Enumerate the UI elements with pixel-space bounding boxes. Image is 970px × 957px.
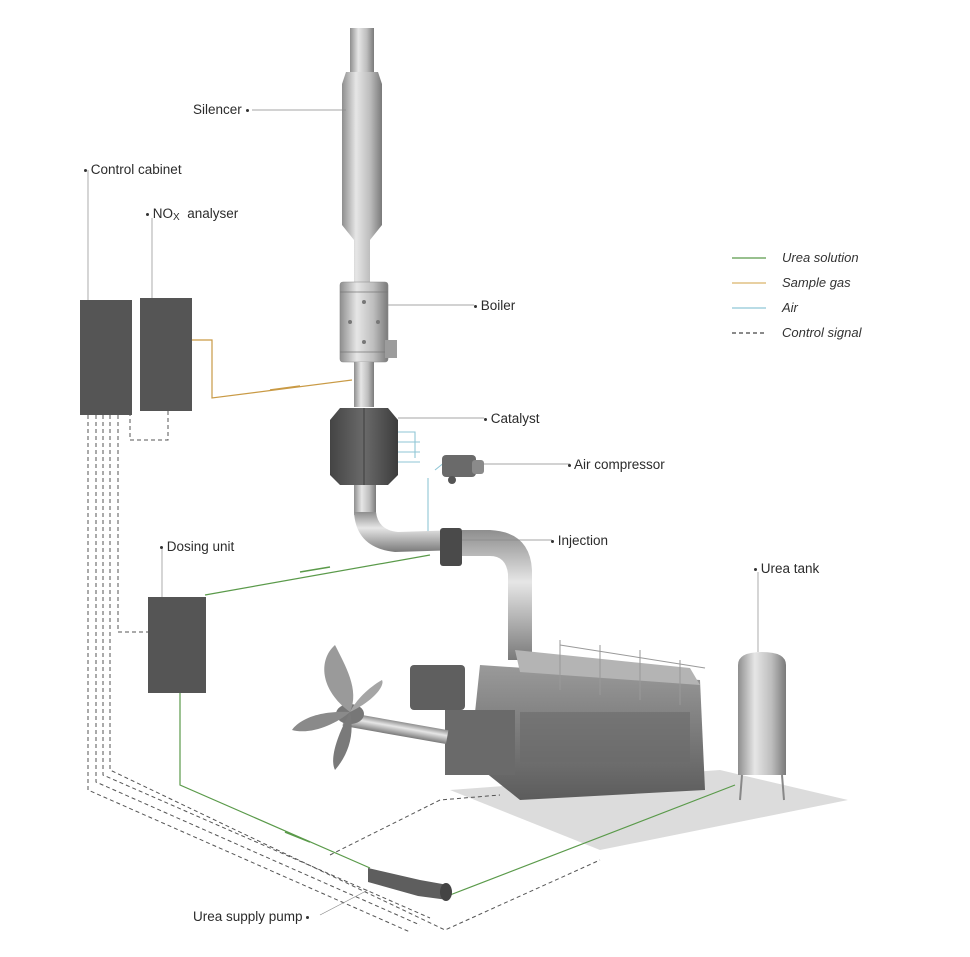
- stack-top-pipe: [350, 28, 374, 73]
- injection-flange: [440, 528, 462, 566]
- label-injection: Injection: [551, 533, 608, 548]
- engine-unit: [410, 640, 706, 800]
- urea-tank-unit: [738, 652, 786, 801]
- label-nox-analyser: NOX analyser: [146, 206, 238, 223]
- control-signal-lines: [87, 410, 601, 933]
- nox-analyser-box: [140, 298, 192, 411]
- label-silencer: Silencer: [193, 102, 249, 117]
- pipe-to-engine: [462, 530, 532, 660]
- urea-solution-lines: [179, 554, 736, 896]
- pipe-boiler-catalyst: [354, 362, 374, 407]
- legend-urea-solution: Urea solution: [782, 250, 859, 265]
- legend-lines: [732, 257, 766, 334]
- dosing-unit-box: [148, 597, 206, 693]
- urea-supply-pump-unit: [368, 868, 452, 901]
- legend-air: Air: [782, 300, 798, 315]
- air-compressor-unit: [442, 455, 484, 484]
- control-cabinet-box: [80, 300, 132, 415]
- label-dosing-unit: Dosing unit: [160, 539, 234, 554]
- label-control-cabinet: Control cabinet: [84, 162, 182, 177]
- boiler-body: [339, 281, 389, 363]
- label-catalyst: Catalyst: [484, 411, 540, 426]
- label-urea-supply-pump: Urea supply pump: [193, 909, 310, 924]
- label-boiler: Boiler: [474, 298, 515, 313]
- legend-sample-gas: Sample gas: [782, 275, 851, 290]
- leader-lines: [87, 109, 759, 916]
- propeller-assembly: [292, 645, 449, 770]
- sample-gas-line: [192, 339, 353, 399]
- silencer-body: [342, 72, 382, 285]
- exhaust-bend-pipe: [354, 512, 460, 552]
- legend-control-signal: Control signal: [782, 325, 862, 340]
- label-air-compressor: Air compressor: [568, 457, 665, 472]
- label-urea-tank: Urea tank: [754, 561, 819, 576]
